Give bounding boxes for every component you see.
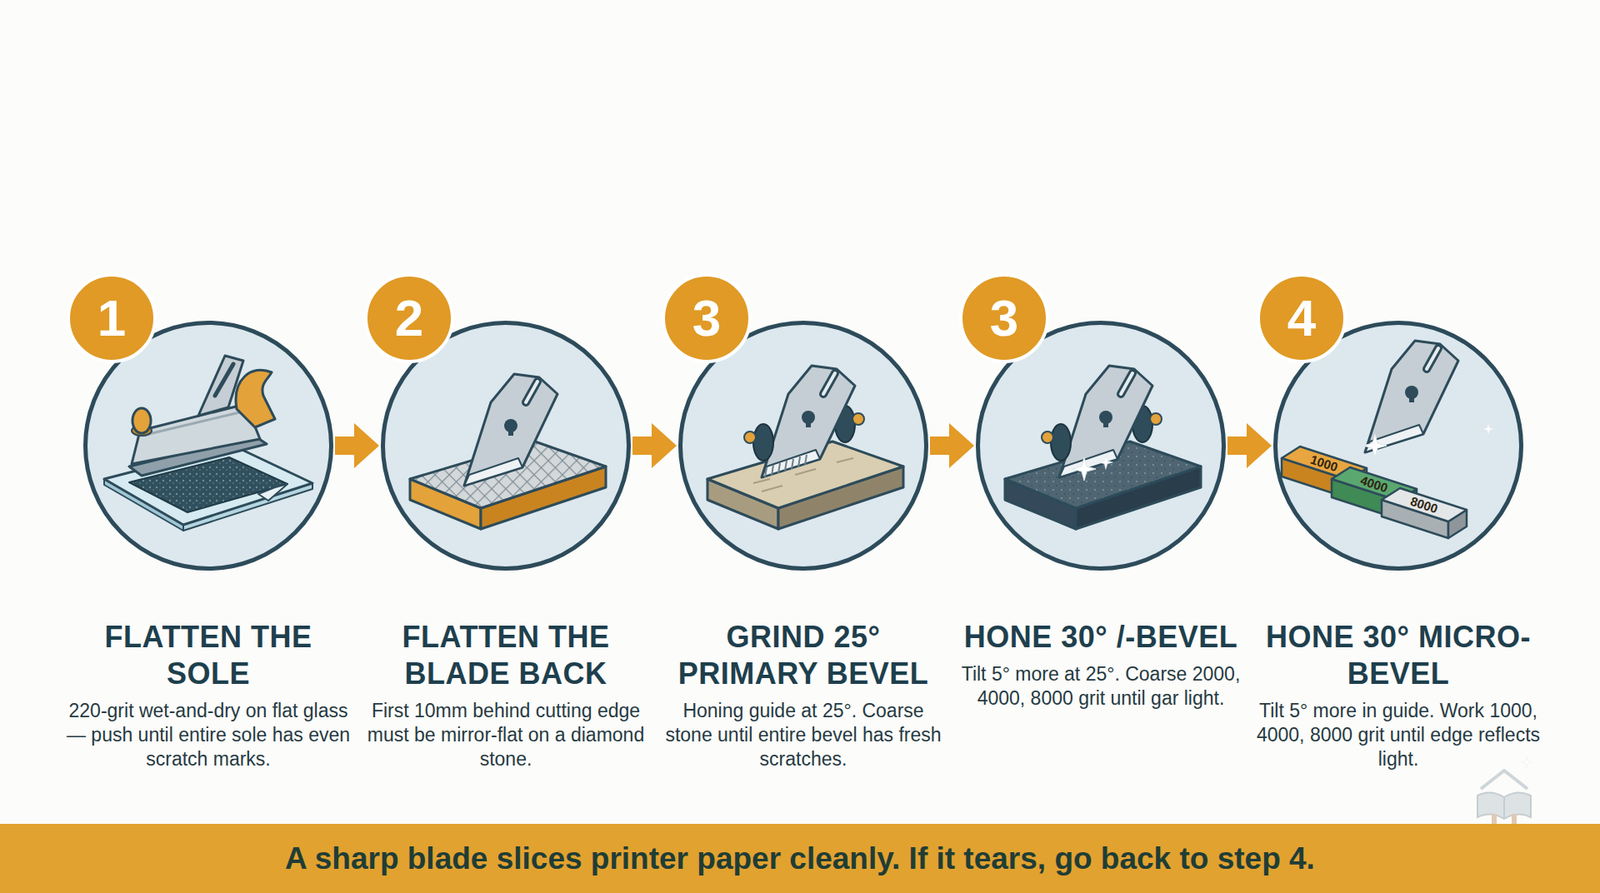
plane-on-glass-part <box>258 484 288 501</box>
step-text-column: HONE 30° MICRO-BEVELTilt 5° more in guid… <box>1252 619 1545 772</box>
plane-on-glass-part <box>132 408 151 434</box>
arrow-shaft <box>632 436 655 455</box>
callout-number: 2 <box>363 272 455 365</box>
callout-number: 1 <box>65 272 158 365</box>
guide-on-fine-stone <box>1005 365 1201 530</box>
guide-on-coarse-stone-part <box>753 424 774 461</box>
three-stones-part <box>1363 434 1387 458</box>
three-stones <box>1281 340 1495 539</box>
arrow-shaft <box>335 436 357 455</box>
guide-on-coarse-stone-part <box>744 431 756 444</box>
step-text-column: GRIND 25° PRIMARY BEVELHoning guide at 2… <box>657 619 950 772</box>
step-number-badge: 3 <box>958 272 1050 365</box>
arrow-head <box>949 423 975 469</box>
flow-arrow <box>335 423 380 469</box>
step-description: Honing guide at 25°. Coarse stone until … <box>657 699 950 772</box>
guide-on-fine-stone-part <box>1150 413 1162 425</box>
flow-arrow <box>632 423 677 469</box>
guide-on-coarse-stone-part <box>852 413 865 425</box>
step-number-badge: 1 <box>65 272 158 365</box>
step-heading: FLATTEN THE BLADE BACK <box>360 619 652 693</box>
arrow-shaft <box>930 436 952 455</box>
step-number-badge: 4 <box>1255 272 1348 365</box>
guide-on-fine-stone-part <box>1050 424 1071 461</box>
step-heading: HONE 30° /-BEVEL <box>955 619 1247 656</box>
arrow-head <box>354 423 380 469</box>
step-text-column: FLATTEN THE SOLE220-grit wet-and-dry on … <box>62 619 355 772</box>
sparkle <box>1521 757 1533 769</box>
plane-on-glass-part <box>235 370 275 428</box>
step-circle: FLATTEN THE BLADE BACKFirst 10mm behind … <box>380 320 631 571</box>
guide-on-fine-stone-part <box>1059 365 1153 478</box>
step-circle: HONE 30° /-BEVELTilt 5° more at 25°. Coa… <box>975 320 1226 571</box>
three-stones-part <box>1381 488 1467 522</box>
step-number-badge: 2 <box>363 272 455 365</box>
arrow-shaft <box>1227 436 1250 455</box>
step-description: Tilt 5° more in guide. Work 1000, 4000, … <box>1252 699 1545 772</box>
flow-arrow <box>930 423 975 469</box>
step-heading: GRIND 25° PRIMARY BEVEL <box>657 619 950 693</box>
step-text-column: HONE 30° /-BEVEL Tilt 5° more at 25°. Coa… <box>955 619 1247 711</box>
step-description: Tilt 5° more at 25°. Coarse 2000, 4000, … <box>955 662 1247 711</box>
guide-on-fine-stone-part <box>1099 455 1114 470</box>
guide-on-fine-stone-part <box>1072 457 1096 481</box>
guide-on-fine-stone-part <box>1041 431 1054 444</box>
callout-number: 3 <box>660 272 753 365</box>
note-text: A sharp blade slices printer paper clean… <box>285 841 1315 877</box>
grit-label: 4000 <box>1359 473 1390 495</box>
flow-arrow <box>1227 423 1272 469</box>
watermark-logo-part <box>1503 797 1505 820</box>
grit-label: 8000 <box>1409 494 1440 516</box>
step-description: 220-grit wet-and-dry on flat glass — pus… <box>62 699 355 772</box>
step-circle: GRIND 25° PRIMARY BEVELHoning guide at 2… <box>678 320 929 571</box>
plane-on-glass-part <box>141 410 247 436</box>
plane-on-glass-part <box>215 364 234 396</box>
arrow-head <box>651 423 677 469</box>
three-stones-part <box>1365 340 1459 453</box>
watermark-logo-part <box>1480 770 1528 790</box>
three-stones-part <box>1482 423 1495 435</box>
blade-on-diamond-stone-part <box>464 374 558 486</box>
guide-on-coarse-stone-part <box>765 455 807 478</box>
step-heading: HONE 30° MICRO-BEVEL <box>1252 619 1545 693</box>
note-band: A sharp blade slices printer paper clean… <box>0 824 1600 893</box>
step-description: First 10mm behind cutting edge must be m… <box>360 699 652 772</box>
blade-on-diamond-stone <box>410 374 606 530</box>
watermark-logo <box>1477 770 1531 830</box>
grit-label: 1000 <box>1309 452 1340 475</box>
step-circle: HONE 30° MICRO-BEVELTilt 5° more in guid… <box>1273 320 1524 571</box>
guide-on-coarse-stone-part <box>761 365 855 478</box>
callout-number: 4 <box>1255 272 1348 365</box>
plane-on-glass <box>104 355 313 531</box>
guide-on-coarse-stone <box>707 365 904 530</box>
arrow-head <box>1246 423 1272 469</box>
step-number-badge: 3 <box>660 272 753 365</box>
step-circle: FLATTEN THE SOLE220-grit wet-and-dry on … <box>83 320 334 571</box>
watermark-logo-part <box>1477 792 1531 820</box>
callout-number: 3 <box>958 272 1050 365</box>
step-text-column: FLATTEN THE BLADE BACKFirst 10mm behind … <box>360 619 652 772</box>
step-heading: FLATTEN THE SOLE <box>62 619 355 693</box>
